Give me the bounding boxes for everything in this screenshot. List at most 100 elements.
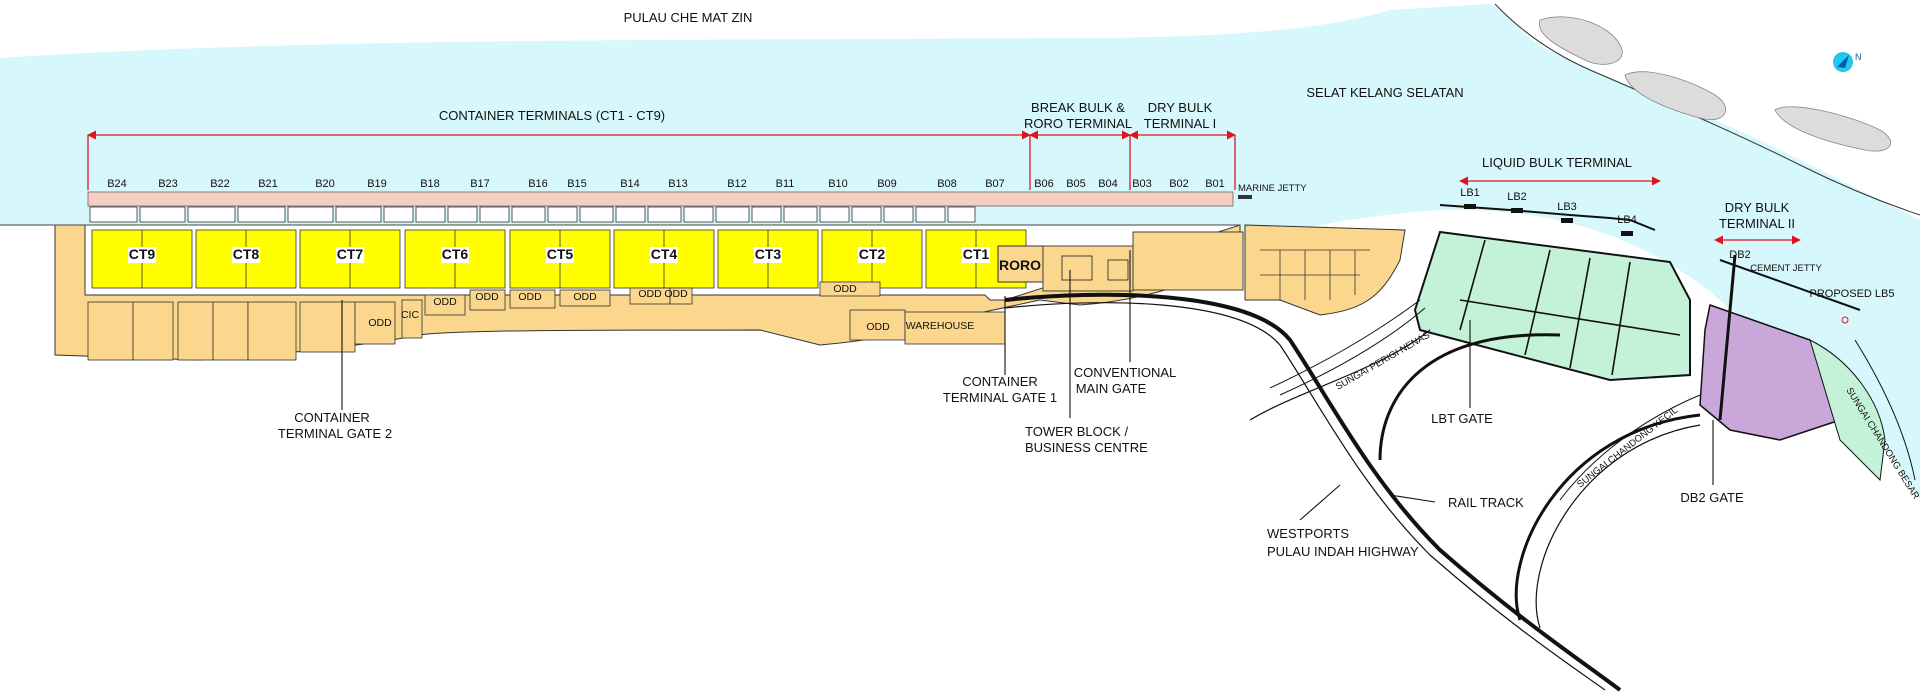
ct-label-bg	[650, 247, 678, 263]
odd-label: ODD	[573, 291, 597, 303]
apron-box	[415, 206, 446, 223]
label-highway-a: WESTPORTS	[1267, 526, 1349, 541]
berth-label: B06	[1034, 178, 1054, 190]
odd-label: ODD	[866, 321, 890, 333]
ct-label-bg	[754, 247, 782, 263]
ct-label: CT9	[129, 246, 156, 262]
ct-label: CT1	[963, 246, 990, 262]
label-tower-a: TOWER BLOCK /	[1025, 424, 1128, 439]
quay-apron	[89, 206, 976, 223]
apron-box	[89, 206, 138, 223]
label-conv-gate-a: CONVENTIONAL	[1074, 365, 1177, 380]
odd-label: ODD	[433, 296, 457, 308]
berth-label: B17	[470, 178, 490, 190]
label-dry-bulk-1-b: TERMINAL I	[1144, 116, 1216, 131]
berth-label: B07	[985, 178, 1005, 190]
berth-label: B22	[210, 178, 230, 190]
berth-label: B12	[727, 178, 747, 190]
apron-box	[615, 206, 646, 223]
apron-box	[783, 206, 818, 223]
ct-label-bg	[128, 247, 156, 263]
apron-box	[819, 206, 850, 223]
label-tower-b: BUSINESS CENTRE	[1025, 440, 1148, 455]
label-ct-gate1-a: CONTAINER	[962, 374, 1038, 389]
label-selat-kelang: SELAT KELANG SELATAN	[1306, 85, 1463, 100]
apron-box	[139, 206, 186, 223]
wharf-strip	[87, 191, 1234, 207]
berth-label: B23	[158, 178, 178, 190]
liquid-berth-marker	[1511, 208, 1523, 213]
ct-label-bg	[546, 247, 574, 263]
berth-label: B09	[877, 178, 897, 190]
apron-box	[683, 206, 714, 223]
label-highway-b: PULAU INDAH HIGHWAY	[1267, 544, 1419, 559]
apron-box	[715, 206, 750, 223]
apron-box	[883, 206, 914, 223]
liquid-berth-label: LB4	[1617, 214, 1637, 226]
berth-label: B15	[567, 178, 587, 190]
label-db2: DB2	[1729, 249, 1750, 261]
apron-box	[187, 206, 236, 223]
label-warehouse: WAREHOUSE	[906, 320, 974, 332]
berth-label: B14	[620, 178, 640, 190]
ct-label: CT7	[337, 246, 364, 262]
sandbar-3	[1774, 106, 1891, 152]
label-cic: CIC	[401, 309, 420, 321]
berth-label: B16	[528, 178, 548, 190]
berth-label: B04	[1098, 178, 1118, 190]
label-rail-track: RAIL TRACK	[1448, 495, 1524, 510]
berth-label: B05	[1066, 178, 1086, 190]
apron-box	[383, 206, 414, 223]
apron-box	[751, 206, 782, 223]
strait-water	[0, 4, 1920, 500]
apron-box	[237, 206, 286, 223]
dry-bulk-1-yard	[1244, 224, 1406, 316]
apron-box	[287, 206, 334, 223]
berth-label: B11	[776, 178, 795, 190]
tower-block	[1042, 231, 1244, 292]
ct-label-bg	[962, 247, 990, 263]
berth-label: B02	[1169, 178, 1189, 190]
lower-yards	[87, 281, 1006, 361]
label-ct-gate1-b: TERMINAL GATE 1	[943, 390, 1057, 405]
odd-label: ODD	[475, 291, 499, 303]
liquid-berth-label: LB3	[1557, 201, 1577, 213]
berth-label: B24	[107, 178, 127, 190]
label-break-bulk-2: RORO TERMINAL	[1024, 116, 1132, 131]
ct-label: CT8	[233, 246, 260, 262]
apron-box	[915, 206, 946, 223]
roro-yard	[997, 245, 1044, 283]
odd-label: ODD	[664, 288, 688, 300]
label-break-bulk-1: BREAK BULK &	[1031, 100, 1125, 115]
apron-box	[647, 206, 682, 223]
berth-label: B01	[1205, 178, 1225, 190]
label-roro: RORO	[999, 257, 1041, 273]
apron-box	[479, 206, 510, 223]
liquid-bulk-terminal	[1413, 230, 1691, 382]
svg-text:N: N	[1855, 52, 1862, 62]
apron-box	[947, 206, 976, 223]
ct-label: CT4	[651, 246, 678, 262]
label-db2-gate: DB2 GATE	[1680, 490, 1744, 505]
ct-label-bg	[858, 247, 886, 263]
label-sungai-chandong-kecil: SUNGAI CHANDONG KECIL	[1575, 405, 1680, 490]
liquid-berth-marker	[1621, 231, 1633, 236]
berth-label: B10	[828, 178, 848, 190]
odd-label: ODD	[833, 283, 857, 295]
ct-label-bg	[232, 247, 260, 263]
label-dry-bulk-2-a: DRY BULK	[1725, 200, 1790, 215]
ct-label: CT5	[547, 246, 574, 262]
label-dry-bulk-2-b: TERMINAL II	[1719, 216, 1795, 231]
liquid-berth-label: LB1	[1460, 187, 1480, 199]
label-lbt-gate: LBT GATE	[1431, 411, 1493, 426]
apron-box	[447, 206, 478, 223]
liquid-berth-marker	[1561, 218, 1573, 223]
ct-label: CT6	[442, 246, 469, 262]
berth-label: B19	[367, 178, 387, 190]
liquid-berth-label: LB2	[1507, 191, 1527, 203]
label-conv-gate-b: MAIN GATE	[1076, 381, 1147, 396]
